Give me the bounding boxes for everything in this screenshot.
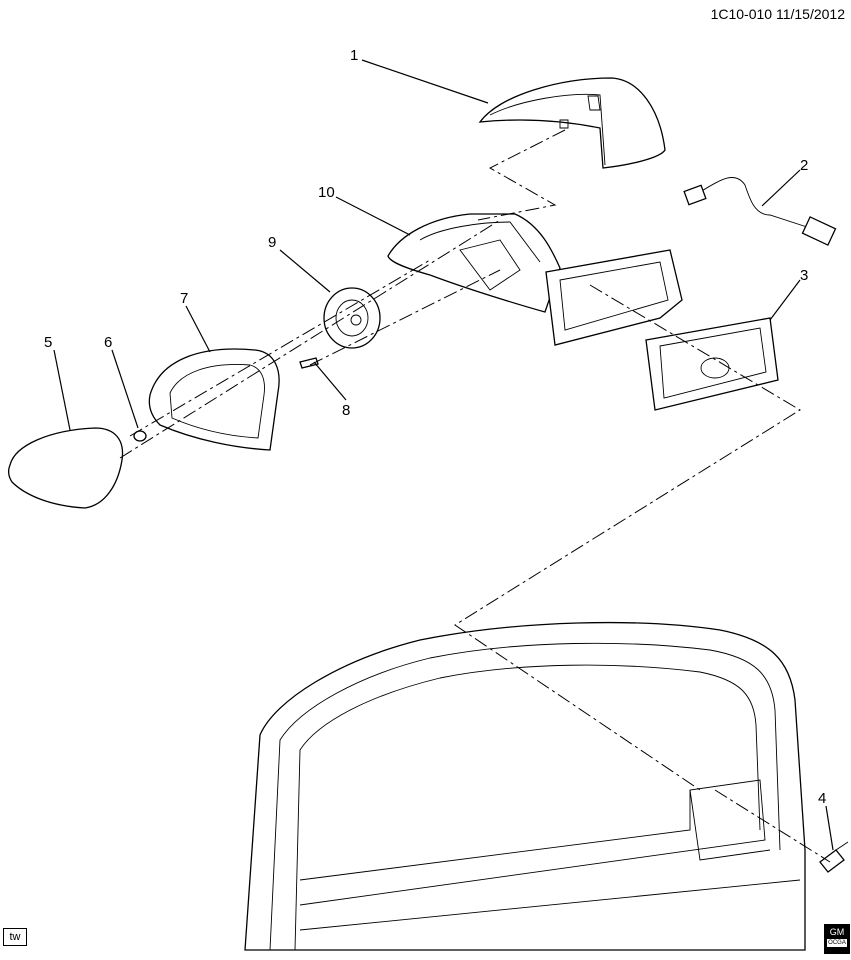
assembly-lines	[119, 129, 831, 863]
callout-2: 2	[800, 157, 808, 174]
part-6-screw[interactable]	[133, 430, 147, 442]
gm-logo-icon: GM OCGA	[824, 924, 850, 954]
callout-4: 4	[818, 790, 826, 807]
part-10-mirror-housing[interactable]	[387, 213, 561, 313]
door-frame	[244, 621, 806, 951]
callout-9: 9	[268, 234, 276, 251]
callout-8: 8	[342, 402, 350, 419]
part-1-mirror-cover[interactable]	[478, 77, 666, 169]
gm-logo-sub: OCGA	[827, 939, 847, 947]
callout-7: 7	[180, 290, 188, 307]
callout-6: 6	[104, 334, 112, 351]
part-3-mirror-base-gasket[interactable]	[545, 249, 779, 411]
callout-labels: 1 2 3 4 5 6 7 8 9 10	[44, 47, 826, 807]
diagram-reference: 1C10-010 11/15/2012	[710, 6, 845, 22]
callout-3: 3	[800, 267, 808, 284]
callout-10: 10	[318, 184, 335, 201]
part-8-screw[interactable]	[299, 357, 319, 369]
part-9-mirror-actuator[interactable]	[323, 287, 381, 349]
part-5-mirror-glass[interactable]	[8, 427, 124, 509]
leader-lines	[53, 59, 834, 851]
part-2-wiring-harness[interactable]	[683, 177, 837, 246]
tw-label: tw	[3, 928, 27, 946]
callout-1: 1	[350, 47, 358, 64]
gm-logo-text: GM	[829, 927, 845, 937]
callout-5: 5	[44, 334, 52, 351]
part-4-bolt[interactable]	[819, 841, 849, 873]
